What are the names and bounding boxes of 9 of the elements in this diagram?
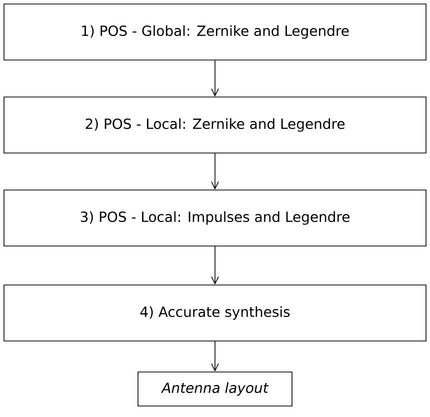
process-box: 2) POS - Local: Zernike and Legendre (4, 96, 426, 154)
process-box: 4) Accurate synthesis (4, 284, 426, 342)
arrow (211, 341, 219, 372)
process-box: 1) POS - Global: Zernike and Legendre (4, 4, 426, 60)
process-box: 3) POS - Local: Impulses and Legendre (4, 190, 426, 246)
arrow (211, 153, 219, 190)
arrow (211, 246, 219, 285)
process-box: Antenna layout (138, 372, 292, 406)
arrow (211, 60, 219, 97)
